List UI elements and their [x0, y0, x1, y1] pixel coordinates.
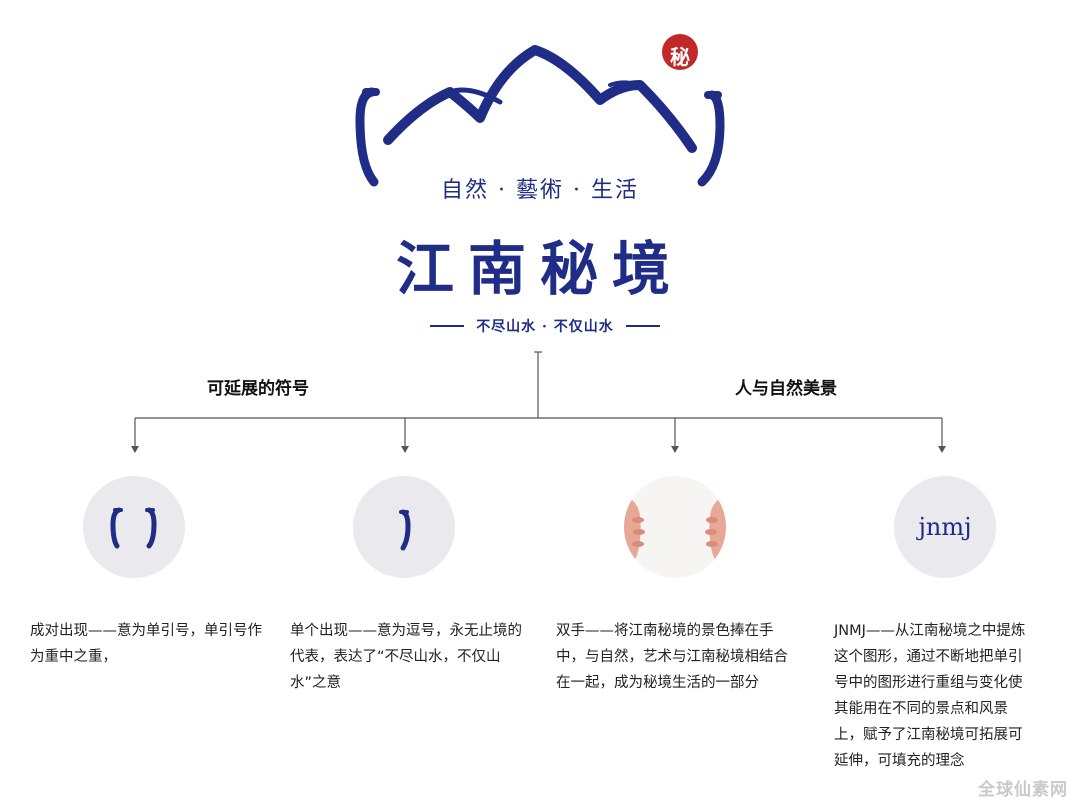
- seal-text: 秘: [670, 45, 690, 69]
- desc-hands: 双手——将江南秘境的景色捧在手中，与自然，艺术与江南秘境相结合在一起，成为秘境生…: [556, 623, 788, 691]
- brand-name: 江南秘境: [395, 235, 684, 303]
- slogan-row: 不尽山水 · 不仅山水: [410, 316, 680, 336]
- circle-single-bracket: [353, 476, 455, 578]
- seal-stamp-icon: [662, 34, 698, 70]
- slogan-rule-right: [625, 325, 660, 327]
- hands-icon: [624, 476, 726, 578]
- slogan-rule-left: [430, 325, 465, 327]
- logo-tagline: 自然 · 藝術 · 生活: [441, 178, 639, 203]
- paired-brackets-icon: [110, 507, 157, 549]
- heading-extensible-symbol: 可延展的符号: [207, 379, 309, 399]
- circle-hands-photo: [624, 476, 726, 578]
- desc-paired-brackets: 成对出现——意为单引号，单引号作为重中之重，: [30, 623, 262, 665]
- slogan-text: 不尽山水 · 不仅山水: [476, 319, 614, 335]
- watermark: 全球仙素网: [978, 780, 1068, 800]
- circle-paired-brackets: [83, 476, 185, 578]
- tree-connector-lines: [131, 351, 946, 453]
- logo-mountain-icon: [355, 34, 725, 187]
- single-bracket-icon: [399, 509, 411, 551]
- desc-jnmj: JNMJ——从江南秘境之中提炼这个图形，通过不断地把单引号中的图形进行重组与变化…: [834, 623, 1026, 769]
- desc-single-bracket: 单个出现——意为逗号，永无止境的代表，表达了“不尽山水，不仅山水”之意: [290, 623, 522, 691]
- heading-people-and-nature: 人与自然美景: [735, 379, 837, 399]
- jnmj-wordmark: jnmj: [918, 513, 972, 541]
- circle-jnmj: jnmj: [894, 476, 996, 578]
